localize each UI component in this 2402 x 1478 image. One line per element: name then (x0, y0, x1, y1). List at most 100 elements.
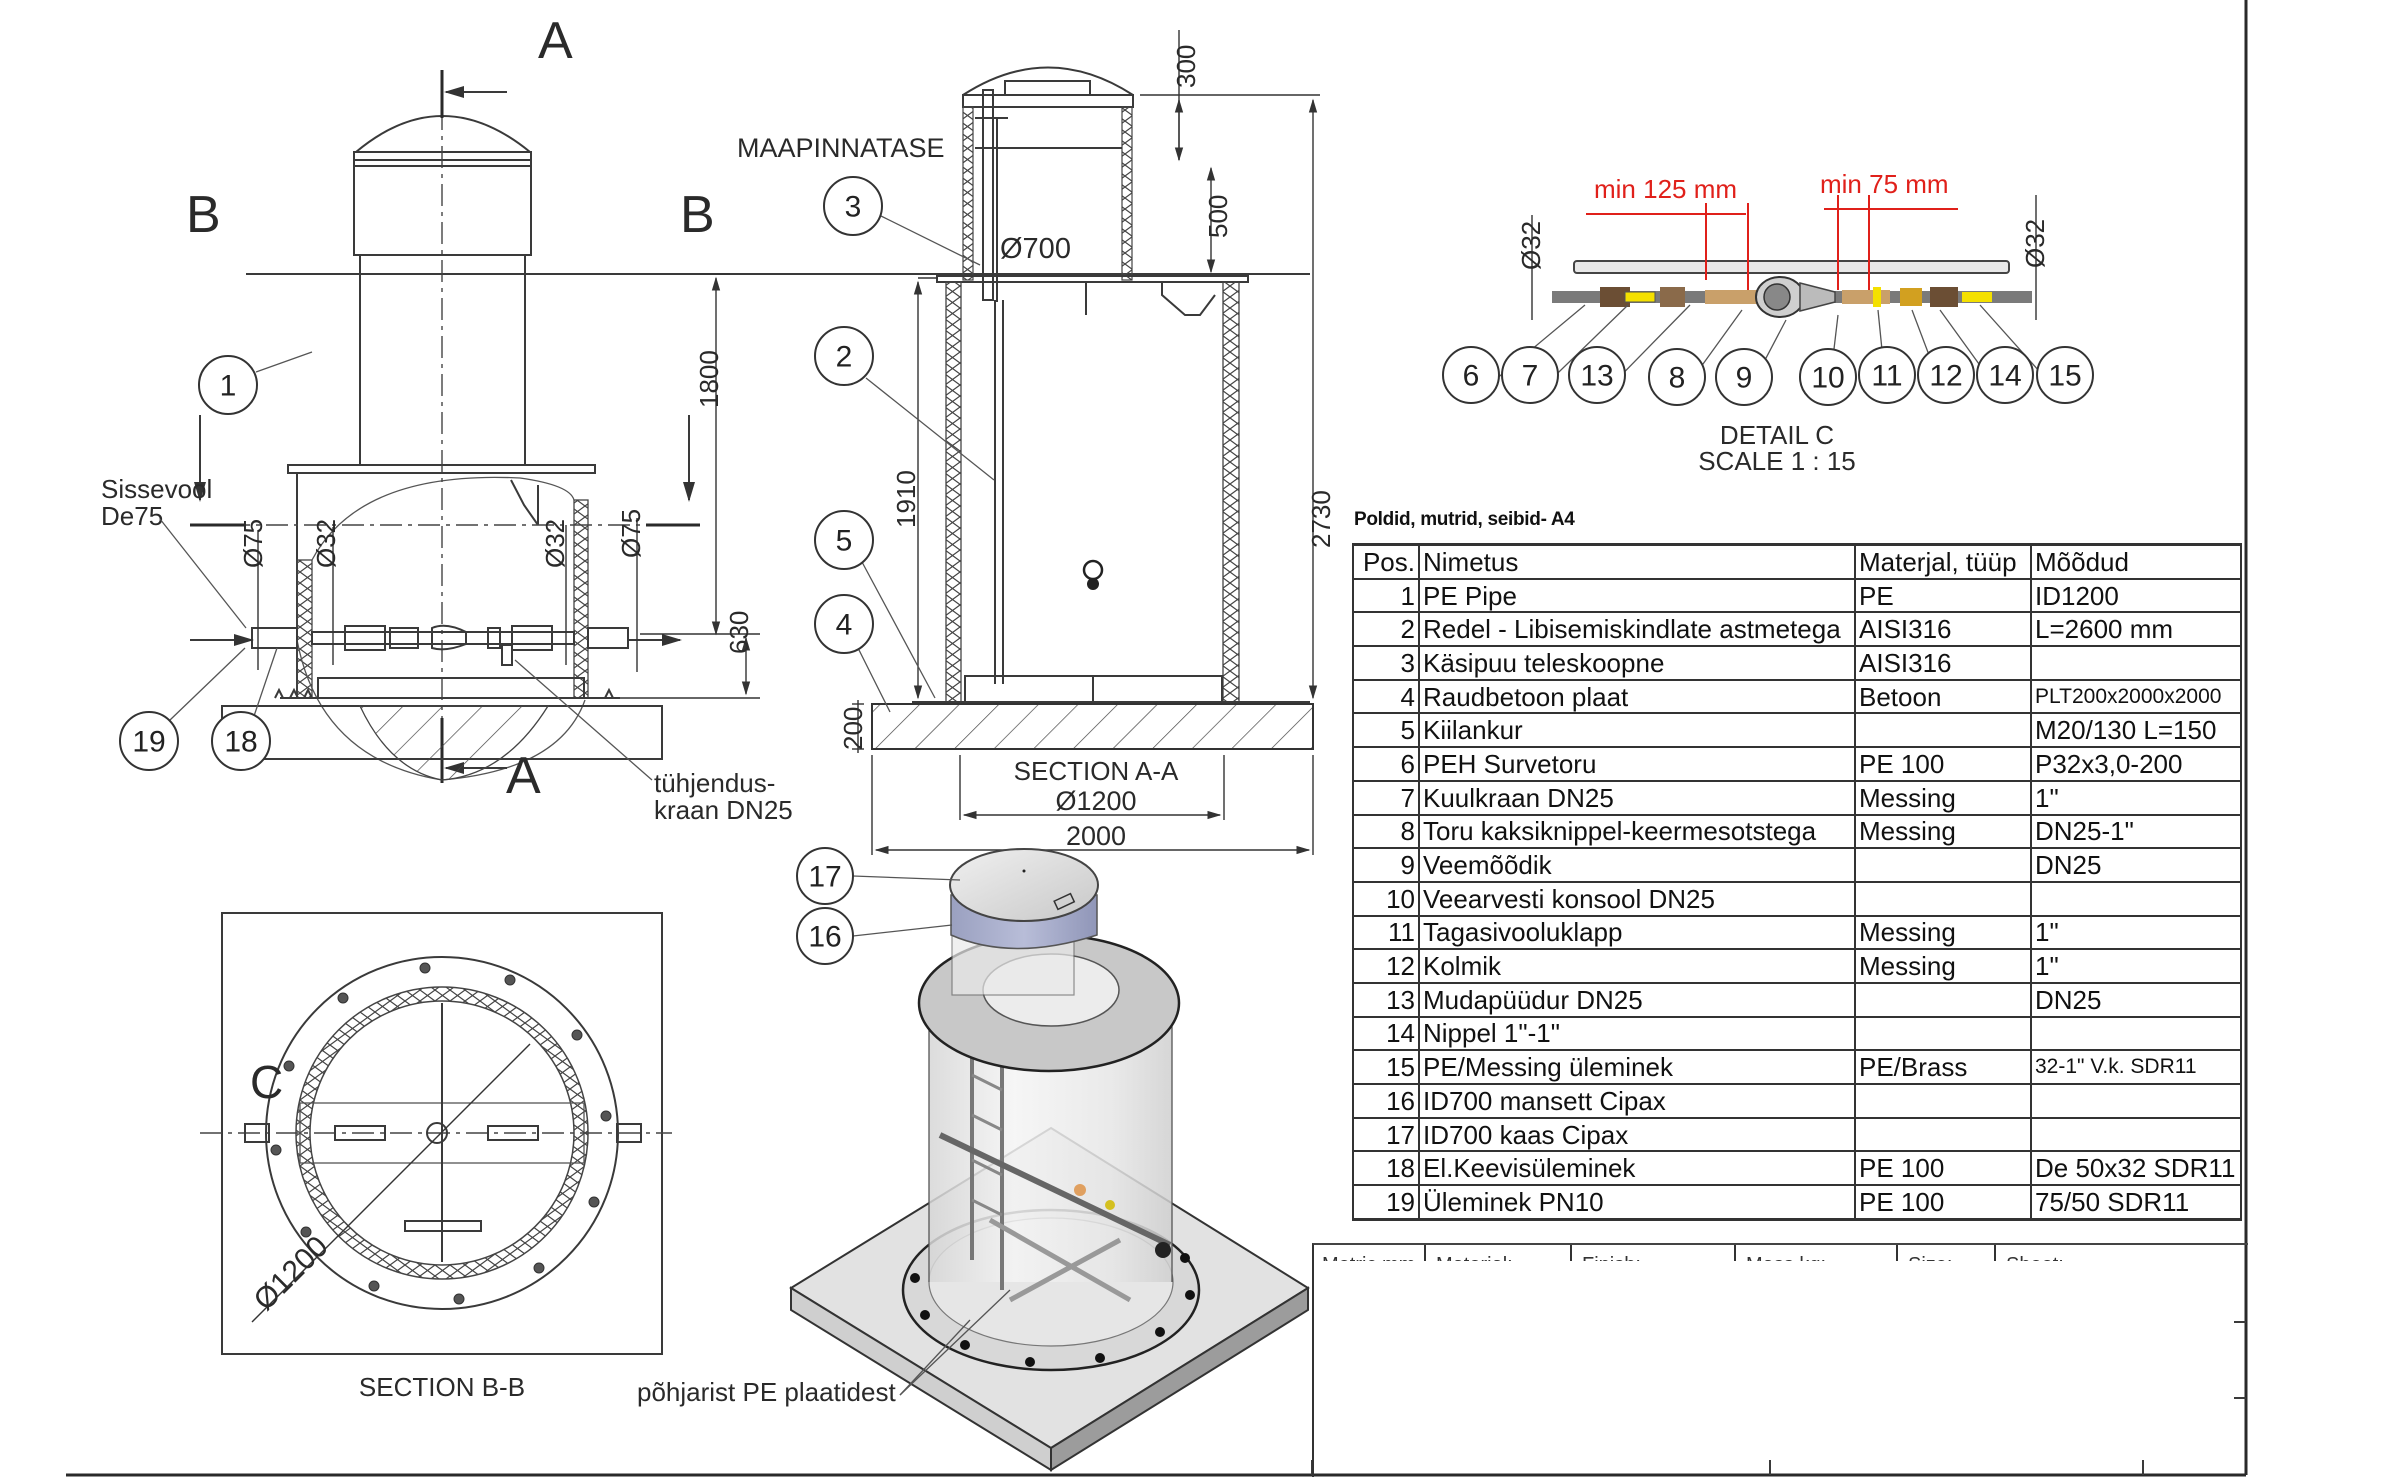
dim-d75-left: Ø75 (238, 519, 268, 568)
part-name: Mudapüüdur DN25 (1418, 981, 1856, 1018)
svg-text:1: 1 (220, 370, 237, 403)
part-name: Kuulkraan DN25 (1418, 779, 1856, 816)
balloon-16: 16 (796, 907, 953, 965)
section-a-mark-top: A (538, 12, 573, 70)
part-pos: 17 (1352, 1116, 1420, 1153)
part-size: 32-1" V.k. SDR11 (2030, 1049, 2242, 1085)
dim-500: 500 (1203, 195, 1233, 238)
col-header-material: Materjal, tüüp (1854, 542, 2032, 580)
section-bb-view (200, 912, 672, 1355)
part-material: PE (1854, 577, 2032, 614)
svg-text:17: 17 (808, 861, 841, 894)
parts-list-title: Poldid, mutrid, seibid- A4 (1354, 509, 1575, 530)
part-material: Messing (1854, 948, 2032, 984)
part-size: ID1200 (2030, 577, 2242, 614)
svg-text:16: 16 (808, 921, 841, 954)
part-size: M20/130 L=150 (2030, 712, 2242, 749)
part-name: Veearvesti konsool DN25 (1418, 880, 1856, 917)
detail-c-title: DETAIL C (1720, 420, 1834, 450)
inlet-label: Sissevool (101, 474, 212, 504)
part-pos: 7 (1352, 779, 1420, 816)
svg-text:13: 13 (1580, 360, 1613, 393)
part-size (2030, 1116, 2242, 1153)
part-pos: 14 (1352, 1015, 1420, 1052)
title-block-size: Size: (1908, 1245, 1952, 1261)
svg-text:9: 9 (1736, 362, 1753, 395)
part-pos: 10 (1352, 880, 1420, 917)
part-pos: 4 (1352, 678, 1420, 715)
part-size: DN25 (2030, 847, 2242, 883)
part-material: AISI316 (1854, 611, 2032, 648)
part-name: Nippel 1"-1" (1418, 1015, 1856, 1052)
part-name: Redel - Libisemiskindlate astmetega (1418, 611, 1856, 648)
dim-2730: 2730 (1306, 490, 1336, 548)
part-name: Tagasivooluklapp (1418, 914, 1856, 951)
dim-d75-right: Ø75 (616, 509, 646, 558)
part-material: PE 100 (1854, 746, 2032, 782)
part-pos: 6 (1352, 746, 1420, 782)
dim-d1200-bb: Ø1200 (248, 1230, 335, 1317)
svg-text:4: 4 (836, 609, 853, 642)
front-view (190, 70, 1310, 783)
section-bb-title: SECTION B-B (359, 1372, 525, 1402)
parts-list-header-row: Pos. Nimetus Materjal, tüüp Mõõdud (1352, 542, 2242, 580)
part-size: DN25-1" (2030, 813, 2242, 850)
col-header-name: Nimetus (1418, 542, 1856, 580)
balloon-18: 18 (211, 647, 278, 771)
dim-200: 200 (838, 707, 868, 750)
part-pos: 1 (1352, 577, 1420, 614)
part-material: Messing (1854, 813, 2032, 850)
col-header-pos: Pos. (1352, 542, 1420, 580)
section-a-mark-bottom: A (506, 747, 541, 805)
drain-valve-label: tühjendus- (654, 768, 775, 798)
part-size: 75/50 SDR11 (2030, 1184, 2242, 1221)
part-material: PE 100 (1854, 1184, 2032, 1221)
part-material (1854, 880, 2032, 917)
part-material (1854, 1116, 2032, 1153)
title-block-mass: Mass kg: (1746, 1245, 1826, 1261)
pipe-manifold (190, 624, 682, 666)
part-pos: 13 (1352, 981, 1420, 1018)
balloon-9: 9 (1715, 348, 1773, 406)
part-name: ID700 kaas Cipax (1418, 1116, 1856, 1153)
inlet-size-label: De75 (101, 501, 163, 531)
title-block-sheet: Sheet: (2006, 1245, 2064, 1261)
balloon-3: 3 (823, 176, 981, 266)
part-pos: 18 (1352, 1150, 1420, 1187)
part-material (1854, 1083, 2032, 1119)
part-material: PE 100 (1854, 1150, 2032, 1187)
balloon-12: 12 (1917, 346, 1975, 404)
svg-text:15: 15 (2048, 360, 2081, 393)
svg-text:19: 19 (132, 726, 165, 759)
drain-valve-size-label: kraan DN25 (654, 795, 793, 825)
balloon-13: 13 (1568, 346, 1626, 404)
svg-text:10: 10 (1811, 362, 1844, 395)
part-name: El.Keevisüleminek (1418, 1150, 1856, 1187)
cover-dome (355, 115, 531, 153)
part-material (1854, 712, 2032, 749)
part-name: PE Pipe (1418, 577, 1856, 614)
balloon-19: 19 (119, 647, 246, 771)
part-material: Betoon (1854, 678, 2032, 715)
part-pos: 3 (1352, 645, 1420, 681)
part-pos: 19 (1352, 1184, 1420, 1221)
part-pos: 5 (1352, 712, 1420, 749)
dim-1800: 1800 (694, 350, 724, 408)
detail-c-view (1470, 195, 2066, 401)
section-b-mark-right: B (680, 186, 715, 244)
balloon-14: 14 (1976, 346, 2034, 404)
svg-text:11: 11 (1871, 360, 1902, 393)
bottom-cross-label: põhjarist PE plaatidest (637, 1377, 896, 1407)
title-block-finish: Finish: (1582, 1245, 1641, 1261)
